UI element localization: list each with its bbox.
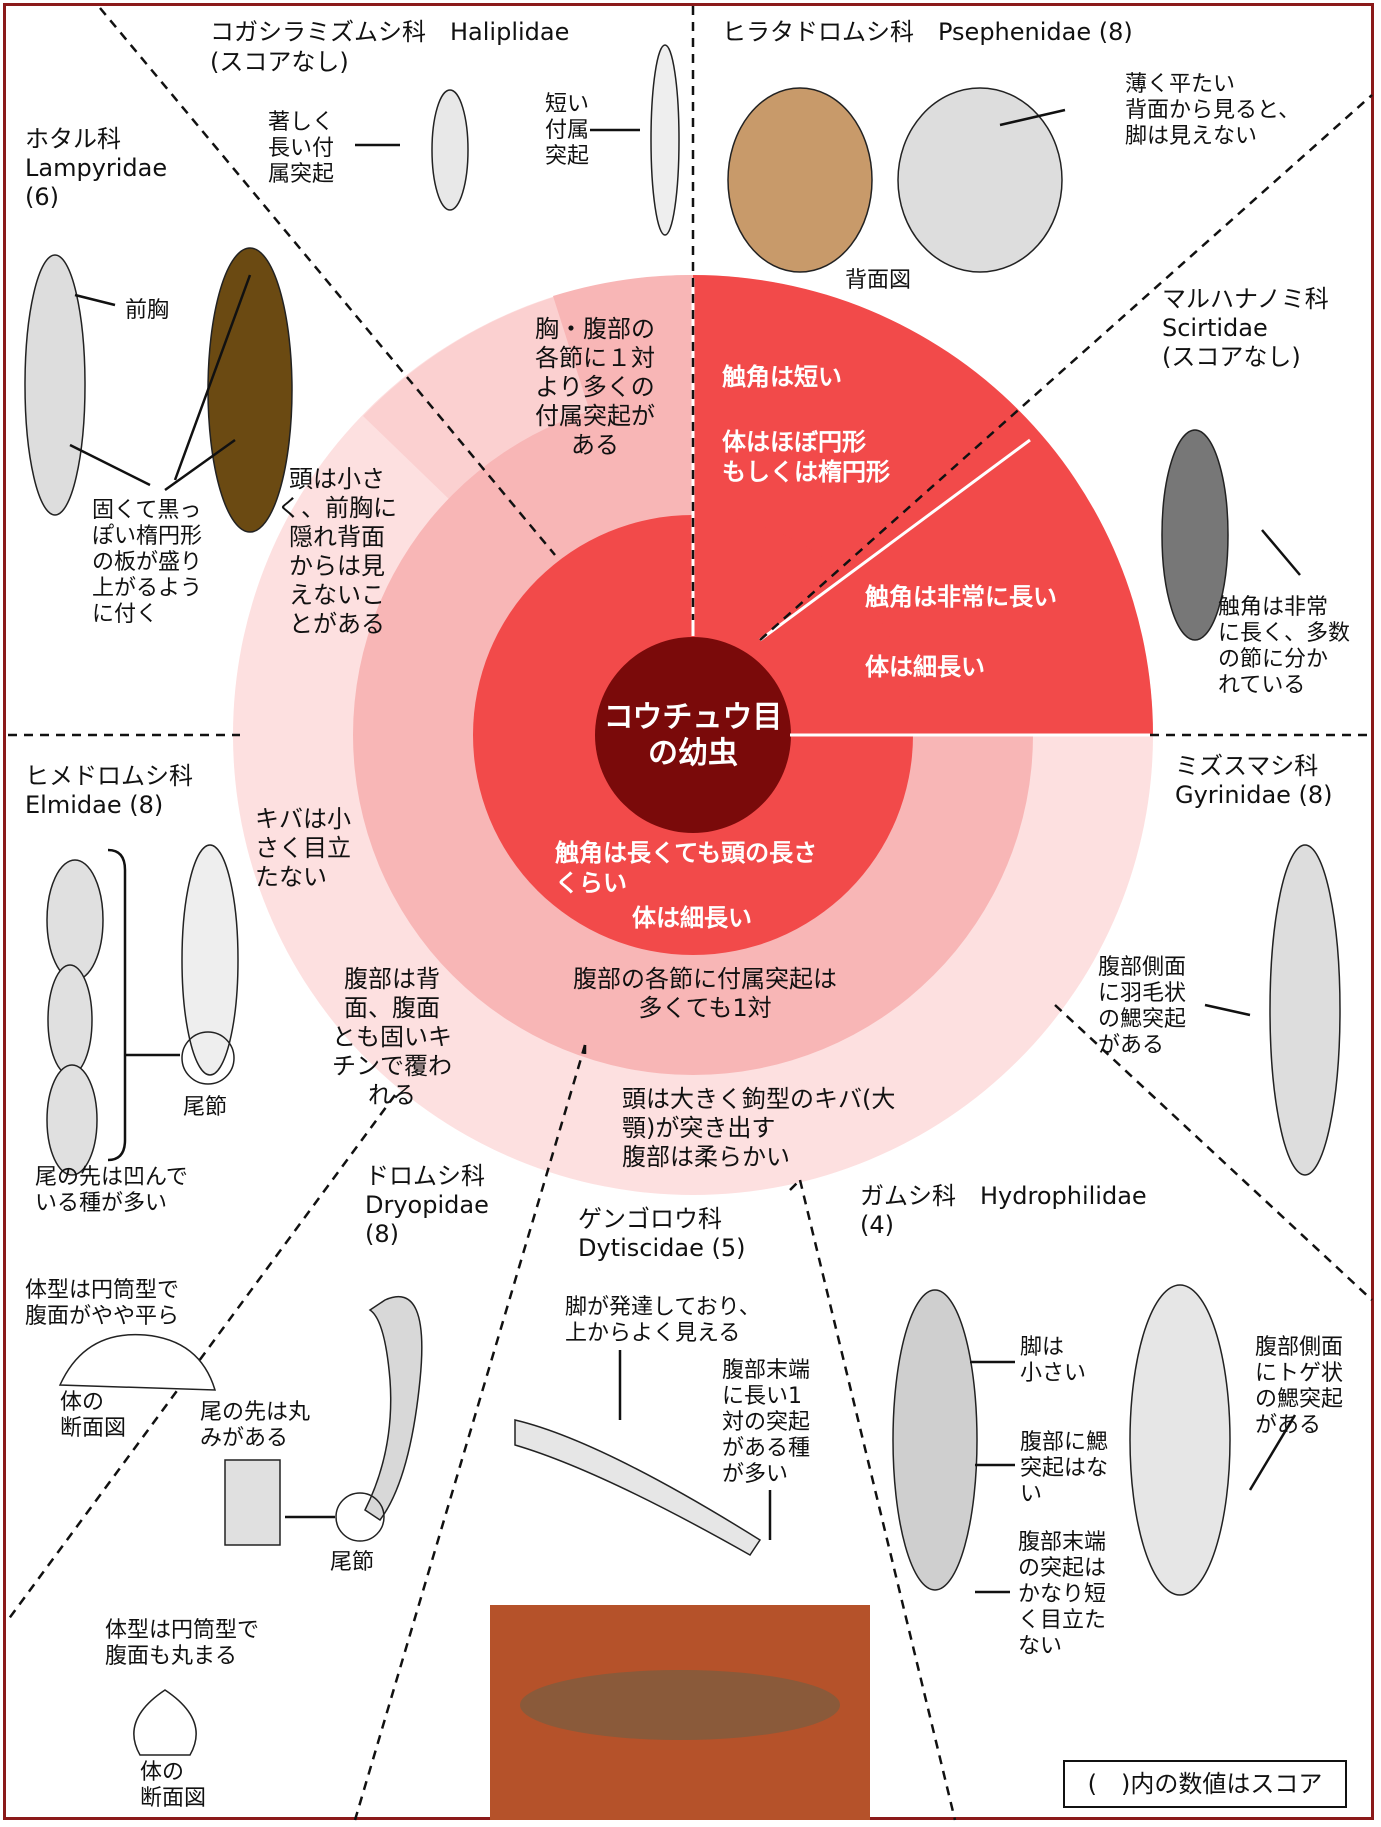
dytiscidae-name: ゲンゴロウ科 Dytiscidae (5) <box>578 1205 746 1262</box>
haliplidae-larva-1 <box>431 89 469 211</box>
haliplidae-note-long: 著しく 長い付 属突起 <box>268 110 335 187</box>
elmidae-tail-highlight <box>181 1031 235 1085</box>
dytiscidae-note-tail: 腹部末端 に長い1 対の突起 がある種 が多い <box>722 1358 811 1487</box>
outer-bottom: 頭は大きく鉤型のキバ(大 顎)が突き出す 腹部は柔らかい <box>622 1085 896 1171</box>
center-title-line2: の幼虫 <box>648 736 738 771</box>
dryopidae-name: ドロムシ科 Dryopidae (8) <box>365 1162 489 1248</box>
middle-bottom: 腹部の各節に付属突起は 多くても1対 <box>573 965 837 1022</box>
haliplidae-score: (スコアなし) <box>210 48 349 76</box>
dryopidae-shape-note-2: 体型は円筒型で 腹面も丸まる <box>105 1618 260 1669</box>
dryopidae-tail-detail <box>224 1459 281 1546</box>
hydrophilidae-note-tail: 腹部末端 の突起は かなり短 く目立た ない <box>1018 1530 1107 1659</box>
hydrophilidae-note-legs: 脚は 小さい <box>1020 1335 1087 1386</box>
dytiscidae-note-legs: 脚が発達しており、 上からよく見える <box>565 1295 761 1346</box>
dryopidae-larva <box>364 1295 423 1522</box>
dryopidae-section-2 <box>133 1689 197 1756</box>
dashed-line-top-right <box>759 94 1373 641</box>
dryopidae-section-label-1: 体の 断面図 <box>60 1390 127 1441</box>
score-legend: ( )内の数値はスコア <box>1063 1760 1347 1808</box>
elmidae-name: ヒメドロムシ科 Elmidae (8) <box>25 762 193 819</box>
haliplidae-larva-2 <box>650 44 680 236</box>
middle-top-left: 頭は小さ く、前胸に 隠れ背面 からは見 えないこ とがある <box>277 465 397 638</box>
dashed-line-top-left <box>99 7 556 556</box>
dryopidae-tail-highlight <box>335 1492 385 1542</box>
gyrinidae-larva <box>1269 844 1341 1176</box>
dytiscidae-larva <box>514 1419 762 1556</box>
inner-bottom-antenna: 触角は長くても頭の長さ くらい <box>555 839 818 897</box>
larva-illustrations <box>24 44 1341 1820</box>
inner-right-antenna: 触角は非常に長い <box>865 583 1057 611</box>
psephenidae-name: ヒラタドロムシ科 Psephenidae (8) <box>722 18 1133 46</box>
inner-bottom-body: 体は細長い <box>632 904 752 932</box>
inner-top-right-antenna: 触角は短い <box>722 363 842 391</box>
gyrinidae-note: 腹部側面 に羽毛状 の鰓突起 がある <box>1098 955 1187 1058</box>
hydrophilidae-larva-1 <box>892 1289 978 1591</box>
dryopidae-shape-note-1: 体型は円筒型で 腹面がやや平ら <box>25 1278 180 1329</box>
dashed-line-bottom-left-2 <box>353 1044 587 1821</box>
center-title: コウチュウ目 の幼虫 <box>583 700 803 772</box>
haliplidae-name: コガシラミズムシ科 Haliplidae <box>210 18 570 46</box>
elmidae-tail-1 <box>46 859 104 981</box>
haliplidae-note-short: 短い 付属 突起 <box>545 92 590 169</box>
middle-top: 胸・腹部の 各節に１対 より多くの 付属突起が ある <box>535 315 655 459</box>
inner-right-body: 体は細長い <box>865 653 985 681</box>
lampyridae-note-pronotum: 前胸 <box>125 298 170 323</box>
outer-left-upper: キバは小 さく目立 たない <box>255 805 351 891</box>
psephenidae-dorsal-label: 背面図 <box>845 268 912 293</box>
dashed-line-bottom-left-1 <box>6 1094 397 1621</box>
psephenidae-larva-dorsal <box>727 87 873 273</box>
scirtidae-note: 触角は非常 に長く、多数 の節に分か れている <box>1218 595 1351 698</box>
dryopidae-tail-label: 尾節 <box>330 1550 375 1575</box>
lampyridae-note-plates: 固くて黒っ ぽい楕円形 の板が盛り 上がるよう に付く <box>92 498 203 627</box>
inner-top-right-body: 体はほぼ円形 もしくは楕円形 <box>722 428 890 486</box>
dytiscidae-photo-larva <box>520 1670 840 1740</box>
hydrophilidae-name: ガムシ科 Hydrophilidae (4) <box>860 1182 1147 1239</box>
center-title-line1: コウチュウ目 <box>603 700 783 735</box>
dryopidae-tail-note: 尾の先は丸 みがある <box>200 1400 311 1451</box>
elmidae-larva <box>181 844 239 1076</box>
elmidae-tail-2 <box>47 964 93 1076</box>
scirtidae-name: マルハナノミ科 Scirtidae (スコアなし) <box>1162 285 1329 371</box>
lampyridae-name: ホタル科 Lampyridae (6) <box>25 125 168 211</box>
elmidae-note: 尾の先は凹んで いる種が多い <box>35 1165 188 1216</box>
psephenidae-larva-ventral <box>897 87 1063 273</box>
dashed-line-bottom-right <box>1054 1004 1373 1301</box>
dashed-line-bottom-mid <box>789 1179 801 1191</box>
elmidae-tail-3 <box>46 1064 98 1176</box>
elmidae-bracket <box>107 848 127 1162</box>
hydrophilidae-note-gills: 腹部に鰓 突起はな い <box>1020 1430 1109 1507</box>
separator-diagonal <box>759 438 1031 642</box>
gyrinidae-name: ミズスマシ科 Gyrinidae (8) <box>1175 752 1333 809</box>
pointer-arrows <box>69 108 1301 1594</box>
dryopidae-section-label-2: 体の 断面図 <box>140 1760 207 1811</box>
dryopidae-section-1 <box>58 1333 217 1391</box>
lampyridae-larva-1 <box>24 254 86 516</box>
outer-left-lower: 腹部は背 面、腹面 とも固いキ チンで覆わ れる <box>332 965 452 1109</box>
hydrophilidae-note-spines: 腹部側面 にトゲ状 の鰓突起 がある <box>1255 1335 1344 1438</box>
hydrophilidae-larva-2 <box>1129 1284 1231 1596</box>
psephenidae-note: 薄く平たい 背面から見ると、 脚は見えない <box>1125 72 1301 149</box>
elmidae-tail-label: 尾節 <box>183 1095 228 1120</box>
center-circle <box>595 637 791 833</box>
dashed-line-bottom-right-2 <box>798 1179 957 1821</box>
scirtidae-larva <box>1161 429 1229 641</box>
